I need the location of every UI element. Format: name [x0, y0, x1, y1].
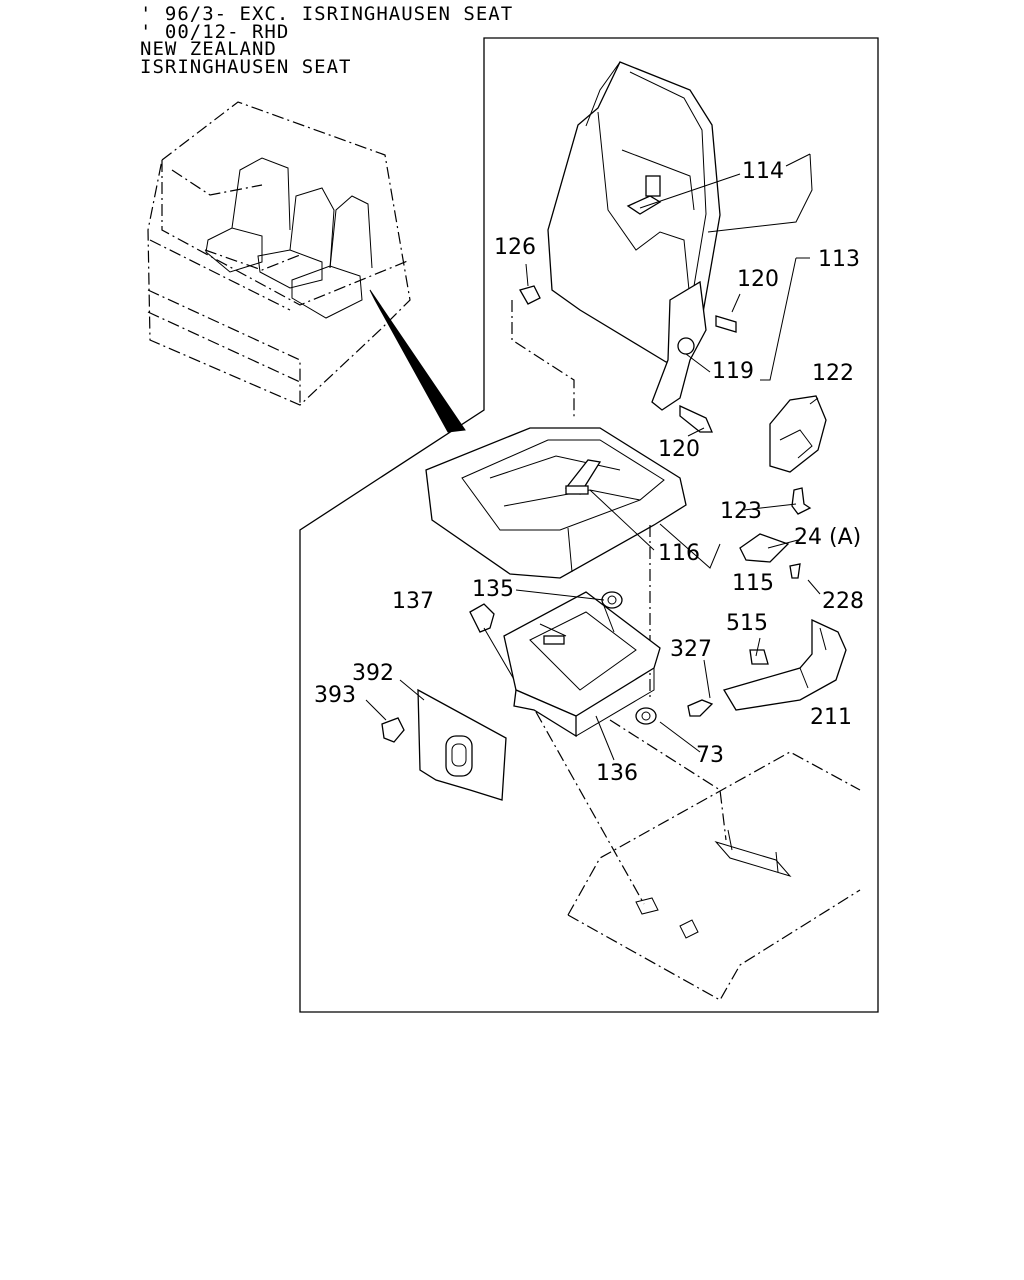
seat-cushion [425, 427, 687, 700]
callout-135: 135 [472, 577, 514, 602]
cab-overview [147, 101, 466, 433]
header-line-4: ISRINGHAUSEN SEAT [140, 55, 352, 78]
seat-back [547, 61, 737, 433]
callout-327: 327 [670, 637, 712, 662]
callout-73: 73 [696, 743, 724, 768]
callout-114: 114 [742, 159, 784, 184]
callout-123: 123 [720, 499, 762, 524]
seat-bracket-136 [503, 591, 727, 841]
detail-frame [299, 37, 879, 1013]
callout-137: 137 [392, 589, 434, 614]
header-line-2: ' 00/12- RHD [140, 20, 290, 43]
plug-126 [511, 285, 575, 420]
callout-120-lower: 120 [658, 437, 700, 462]
callout-515: 515 [726, 611, 768, 636]
callout-120-upper: 120 [737, 267, 779, 292]
callout-119: 119 [712, 359, 754, 384]
floor-panel [535, 711, 861, 1001]
callout-126: 126 [494, 235, 536, 260]
callout-115: 115 [732, 571, 774, 596]
diagram-header: ' 96/3- EXC. ISRINGHAUSEN SEAT ' 00/12- … [140, 3, 514, 78]
callout-labels: 114 113 120 126 119 122 120 123 24 (A) 1… [314, 159, 864, 786]
callout-122: 122 [812, 361, 854, 386]
callout-116: 116 [658, 541, 700, 566]
callout-392: 392 [352, 661, 394, 686]
callout-393: 393 [314, 683, 356, 708]
leader-lines [365, 153, 821, 761]
header-line-3: NEW ZEALAND [140, 38, 277, 60]
cover-392 [381, 688, 507, 801]
callout-211: 211 [810, 705, 852, 730]
callout-24a: 24 (A) [794, 525, 861, 550]
header-line-1: ' 96/3- EXC. ISRINGHAUSEN SEAT [140, 3, 514, 25]
callout-228: 228 [822, 589, 864, 614]
nut-73 [635, 707, 657, 725]
callout-136: 136 [596, 761, 638, 786]
callout-113: 113 [818, 247, 860, 272]
bolt-327 [687, 699, 714, 717]
cover-122 [769, 395, 827, 473]
handle-211 [723, 618, 847, 711]
knob-parts [739, 487, 812, 579]
